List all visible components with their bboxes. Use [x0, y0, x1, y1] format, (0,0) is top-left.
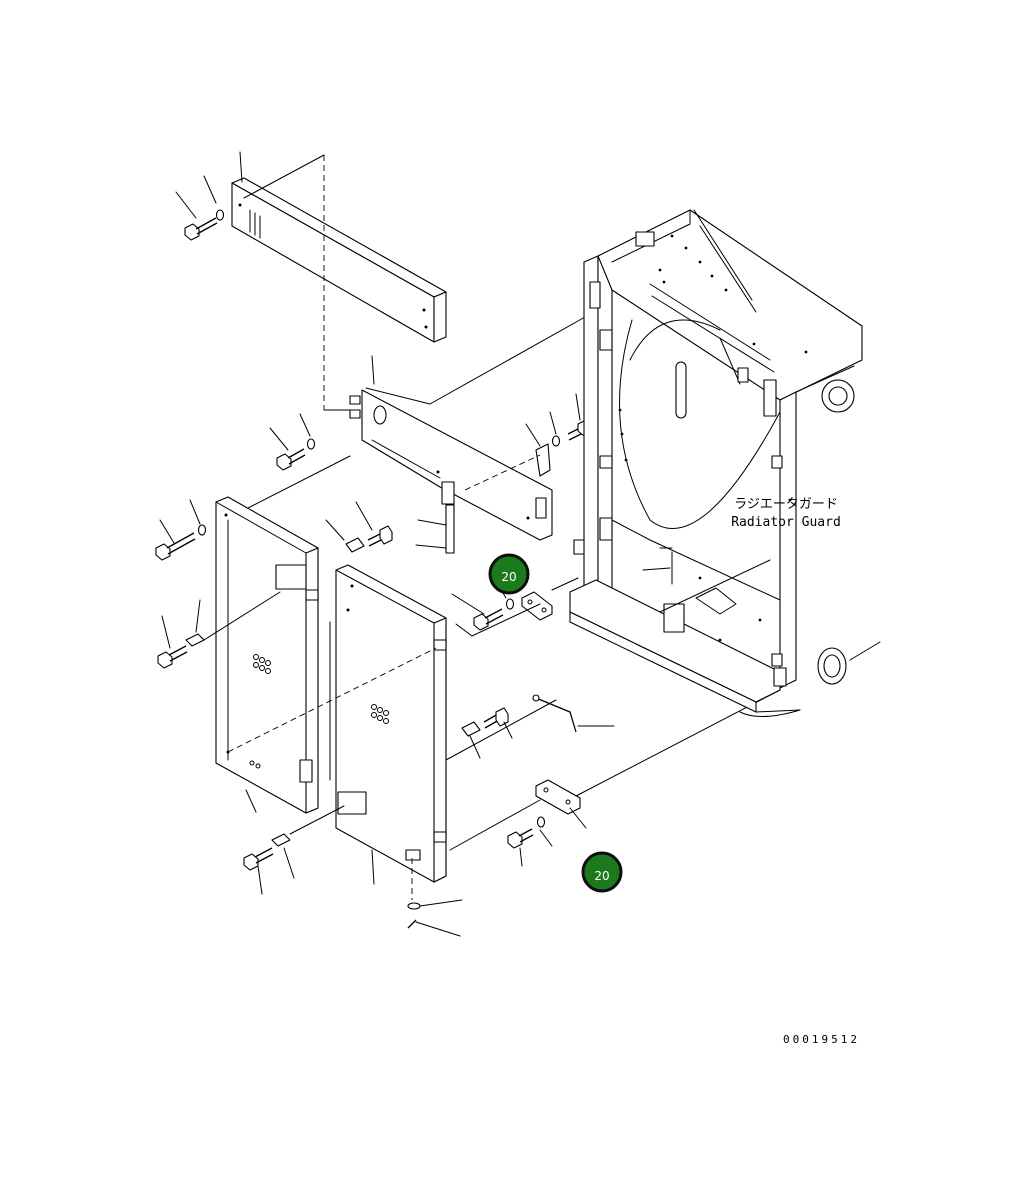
angle-clip: [535, 443, 551, 477]
left-door-panel: [215, 496, 319, 814]
top-beam: [231, 177, 447, 343]
latch-lower: [461, 707, 509, 737]
lock-bolt-left: [157, 633, 205, 669]
callout-20-upper[interactable]: 20: [488, 553, 530, 595]
slot-marks-left: [253, 654, 271, 674]
radiator-guard-label-ja: ラジエータガード: [734, 497, 838, 512]
callout-20-upper-label: 20: [501, 570, 516, 584]
radiator-guard-label: ラジエータガード Radiator Guard: [731, 497, 841, 530]
callout-20-lower[interactable]: 20: [581, 851, 623, 893]
right-door-panel: [329, 564, 447, 883]
bolt-top-beam: [184, 209, 225, 241]
pin-lower: [532, 694, 577, 733]
callout-20-lower-label: 20: [594, 869, 609, 883]
bolt-bracket: [276, 438, 316, 471]
latch-upper: [345, 537, 365, 553]
hinge-bracket-lower: [535, 779, 581, 815]
radiator-guard-label-en: Radiator Guard: [731, 515, 841, 530]
lock-bolt-lower-left: [243, 833, 291, 871]
bolt-latch-upper: [367, 525, 393, 547]
pin-bracket: [415, 504, 455, 554]
drawing-reference-number: 00019512: [783, 1033, 860, 1046]
bolt-hinge-lower: [507, 816, 546, 849]
slot-marks-right: [371, 704, 389, 724]
bolt-hinge-upper: [473, 598, 515, 631]
hinge-bracket-upper: [521, 591, 553, 621]
pin-bottom: [407, 919, 417, 929]
washer-bottom: [407, 902, 421, 910]
upper-bracket-plate: [349, 389, 553, 541]
bolt-left-door: [155, 524, 207, 561]
radiator-guard-frame: [569, 209, 881, 717]
